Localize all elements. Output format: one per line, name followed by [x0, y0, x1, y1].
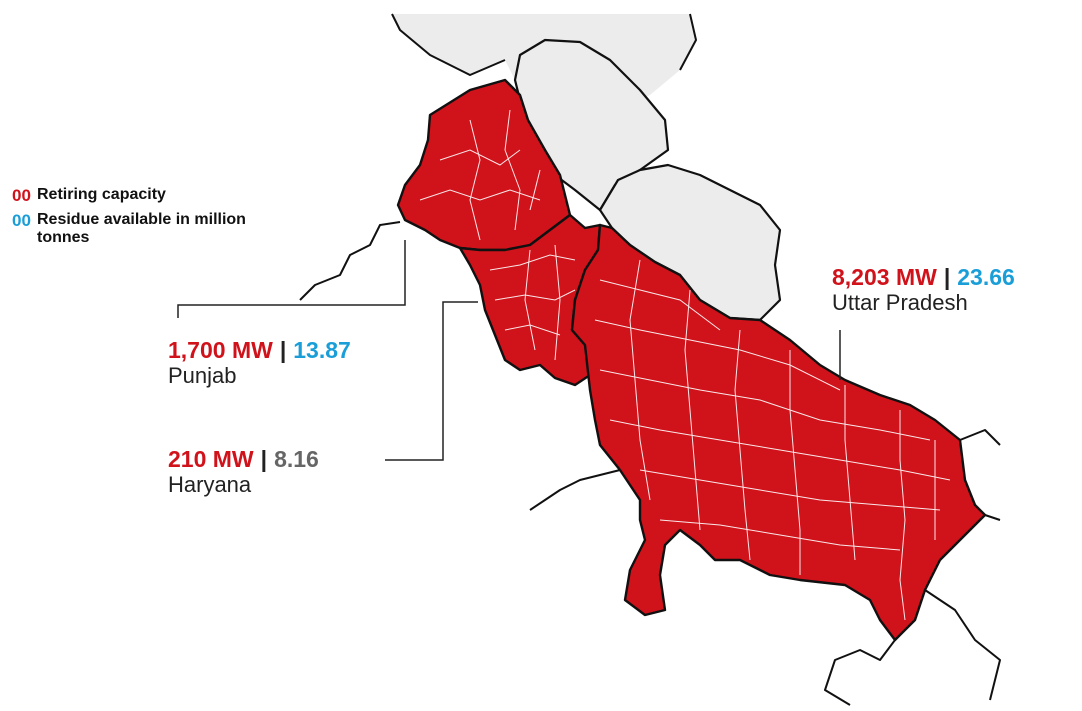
- uttar-pradesh-region: [570, 223, 987, 642]
- legend-label-residue: Residue available in million tonnes: [37, 210, 246, 246]
- leader-lines: [177, 240, 841, 461]
- legend-row-retiring: 00 Retiring capacity: [12, 186, 267, 206]
- punjab-leader-line: [177, 240, 406, 318]
- haryana-leader-line: [385, 301, 478, 461]
- uttar-pradesh-name: Uttar Pradesh: [832, 290, 968, 316]
- legend-label-retiring: Retiring capacity: [37, 186, 166, 203]
- haryana-label: 210 MW|8.16 Haryana: [168, 446, 319, 498]
- punjab-separator: |: [279, 337, 287, 363]
- punjab-name: Punjab: [168, 363, 237, 389]
- uttar-pradesh-separator: |: [943, 264, 951, 290]
- uttar-pradesh-label: 8,203 MW|23.66 Uttar Pradesh: [832, 264, 1015, 316]
- punjab-label: 1,700 MW|13.87 Punjab: [168, 337, 351, 389]
- legend-key-residue: 00: [12, 210, 31, 230]
- haryana-capacity: 210 MW: [168, 446, 254, 472]
- district-lines: [419, 109, 951, 621]
- legend-row-residue: 00 Residue available in million tonnes: [12, 211, 267, 248]
- legend-key-retiring: 00: [12, 186, 31, 205]
- uttar-pradesh-residue: 23.66: [957, 264, 1015, 290]
- punjab-values: 1,700 MW|13.87: [168, 337, 351, 363]
- outer-boundaries: [299, 13, 1001, 706]
- punjab-residue: 13.87: [293, 337, 351, 363]
- haryana-values: 210 MW|8.16: [168, 446, 319, 472]
- uttar-pradesh-capacity: 8,203 MW: [832, 264, 937, 290]
- haryana-name: Haryana: [168, 472, 252, 498]
- uttar-pradesh-values: 8,203 MW|23.66: [832, 264, 1015, 290]
- haryana-residue: 8.16: [274, 446, 319, 472]
- punjab-capacity: 1,700 MW: [168, 337, 273, 363]
- haryana-separator: |: [260, 446, 268, 472]
- legend: 00 Retiring capacity 00 Residue availabl…: [12, 186, 267, 252]
